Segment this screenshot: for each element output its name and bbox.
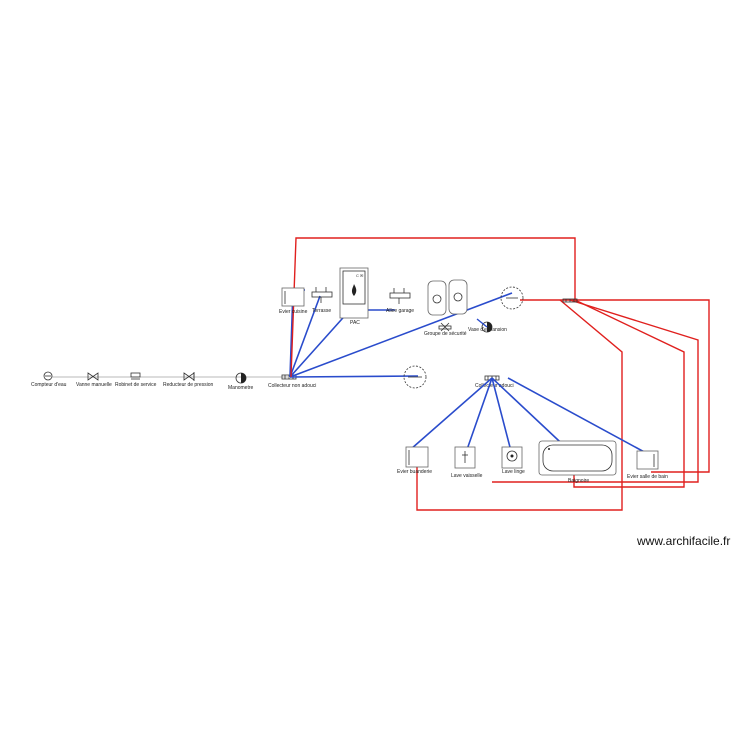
label-allee-garage: Allee garage bbox=[386, 308, 414, 314]
dishwasher-icon bbox=[454, 446, 476, 469]
water-meter-icon bbox=[43, 371, 53, 381]
label-collecteur-non-adouci: Collecteur non adouci bbox=[268, 383, 316, 389]
water-heater-icon bbox=[427, 279, 468, 316]
label-evier-cuisine: Evier cuisine bbox=[279, 309, 308, 315]
pressure-reducer-icon bbox=[183, 372, 195, 381]
label-evier-sdb: Evier salle de bain bbox=[627, 474, 668, 480]
bathroom-sink-icon bbox=[636, 450, 659, 470]
label-compteur: Compteur d'eau bbox=[31, 382, 67, 388]
service-tap-icon bbox=[130, 372, 141, 380]
cold-pipes-group-1 bbox=[289, 289, 513, 378]
hot-pipe-loop-top bbox=[290, 237, 710, 511]
svg-text:C ✉: C ✉ bbox=[356, 273, 364, 278]
pressure-gauge-icon bbox=[235, 372, 247, 384]
kitchen-sink-icon bbox=[281, 287, 305, 307]
label-lave-linge: Lave linge bbox=[502, 469, 525, 475]
label-baignoire: Baignoire bbox=[568, 478, 589, 484]
label-lave-vaisselle: Lave vaisselle bbox=[451, 473, 483, 479]
label-vanne: Vanne manuelle bbox=[76, 382, 112, 388]
label-terrasse: Terrasse bbox=[312, 308, 331, 314]
heat-pump-icon: C ✉ bbox=[339, 267, 369, 319]
outdoor-tap-garage-icon bbox=[389, 288, 411, 304]
label-reducteur: Reducteur de pression bbox=[163, 382, 214, 388]
outdoor-tap-terrasse-icon bbox=[311, 287, 333, 303]
label-vase-expansion: Vase d'expansion bbox=[468, 327, 507, 333]
label-pac: PAC bbox=[350, 320, 360, 326]
washing-machine-icon bbox=[501, 446, 523, 469]
softener-tank-icon bbox=[500, 286, 524, 310]
manual-valve-icon bbox=[87, 372, 99, 381]
filter-tank-icon bbox=[403, 365, 427, 389]
bathtub-icon bbox=[538, 440, 617, 476]
label-evier-buanderie: Evier buanderie bbox=[397, 469, 432, 475]
label-groupe-securite: Groupe de sécurité bbox=[424, 331, 467, 337]
hot-manifold-icon bbox=[562, 298, 578, 303]
label-robinet-service: Robinet de service bbox=[115, 382, 157, 388]
expansion-vessel-icon bbox=[476, 318, 493, 333]
laundry-sink-icon bbox=[405, 446, 429, 468]
safety-group-icon bbox=[438, 322, 452, 332]
watermark: www.archifacile.fr bbox=[636, 534, 730, 548]
label-manometre: Manometre bbox=[228, 385, 254, 391]
